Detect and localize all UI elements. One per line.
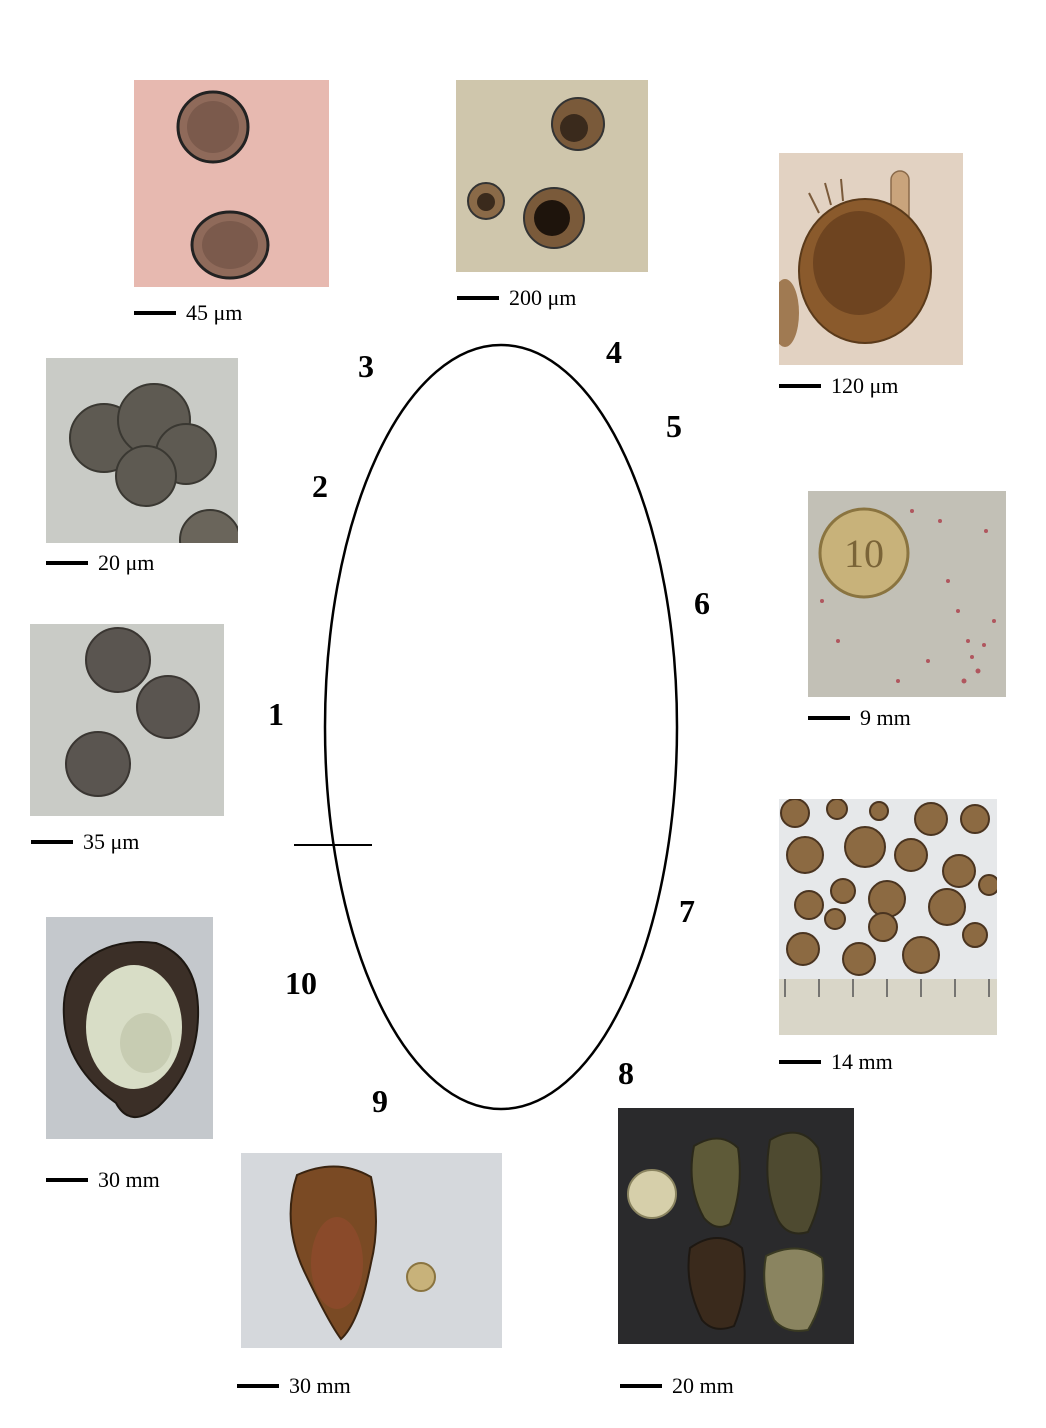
photo-stage-1-eggs bbox=[30, 624, 224, 816]
photo-stage-4-larvae bbox=[456, 80, 648, 272]
scale-bar-icon bbox=[779, 384, 821, 388]
scale-bar-icon bbox=[620, 1384, 662, 1388]
scale-bar-icon bbox=[46, 1178, 88, 1182]
scale-bar-stage-10: 30 mm bbox=[46, 1167, 160, 1193]
stage-number-1: 1 bbox=[268, 698, 284, 730]
scale-label-stage-10: 30 mm bbox=[98, 1167, 160, 1193]
scale-label-stage-6: 9 mm bbox=[860, 705, 911, 731]
scale-label-stage-7: 14 mm bbox=[831, 1049, 893, 1075]
photo-stage-8-oysters bbox=[618, 1108, 854, 1344]
scale-label-stage-9: 30 mm bbox=[289, 1373, 351, 1399]
photo-stage-5-pediveliger bbox=[779, 153, 963, 365]
scale-bar-icon bbox=[46, 561, 88, 565]
photo-stage-2-cleavage bbox=[46, 358, 238, 543]
stage-number-10: 10 bbox=[285, 967, 317, 999]
scale-bar-icon bbox=[237, 1384, 279, 1388]
scale-bar-stage-9: 30 mm bbox=[237, 1373, 351, 1399]
scale-bar-icon bbox=[779, 1060, 821, 1064]
scale-label-stage-3: 45 μm bbox=[186, 300, 242, 326]
stage-number-4: 4 bbox=[606, 336, 622, 368]
scale-bar-icon bbox=[457, 296, 499, 300]
scale-label-stage-1: 35 μm bbox=[83, 829, 139, 855]
stage-number-9: 9 bbox=[372, 1085, 388, 1117]
photo-stage-10-adult-open bbox=[46, 917, 213, 1139]
scale-label-stage-2: 20 μm bbox=[98, 550, 154, 576]
photo-stage-6-spat: 10 bbox=[808, 491, 1006, 697]
scale-bar-stage-8: 20 mm bbox=[620, 1373, 734, 1399]
cycle-ellipse-icon bbox=[325, 345, 677, 1109]
scale-label-stage-5: 120 μm bbox=[831, 373, 898, 399]
scale-bar-stage-5: 120 μm bbox=[779, 373, 898, 399]
scale-bar-stage-3: 45 μm bbox=[134, 300, 242, 326]
stage-number-6: 6 bbox=[694, 587, 710, 619]
stage-number-5: 5 bbox=[666, 410, 682, 442]
scale-bar-stage-6: 9 mm bbox=[808, 705, 911, 731]
svg-text:10: 10 bbox=[844, 531, 884, 576]
photo-stage-7-juveniles bbox=[779, 799, 997, 1035]
stage-number-7: 7 bbox=[679, 895, 695, 927]
scale-bar-stage-4: 200 μm bbox=[457, 285, 576, 311]
scale-bar-icon bbox=[134, 311, 176, 315]
scale-bar-icon bbox=[31, 840, 73, 844]
scale-label-stage-8: 20 mm bbox=[672, 1373, 734, 1399]
scale-bar-icon bbox=[808, 716, 850, 720]
stage-number-8: 8 bbox=[618, 1057, 634, 1089]
scale-bar-stage-1: 35 μm bbox=[31, 829, 139, 855]
scale-bar-stage-7: 14 mm bbox=[779, 1049, 893, 1075]
scale-bar-stage-2: 20 μm bbox=[46, 550, 154, 576]
photo-stage-9-oyster bbox=[241, 1153, 502, 1348]
photo-stage-3-embryos bbox=[134, 80, 329, 287]
stage-number-2: 2 bbox=[312, 470, 328, 502]
stage-number-3: 3 bbox=[358, 350, 374, 382]
scale-label-stage-4: 200 μm bbox=[509, 285, 576, 311]
